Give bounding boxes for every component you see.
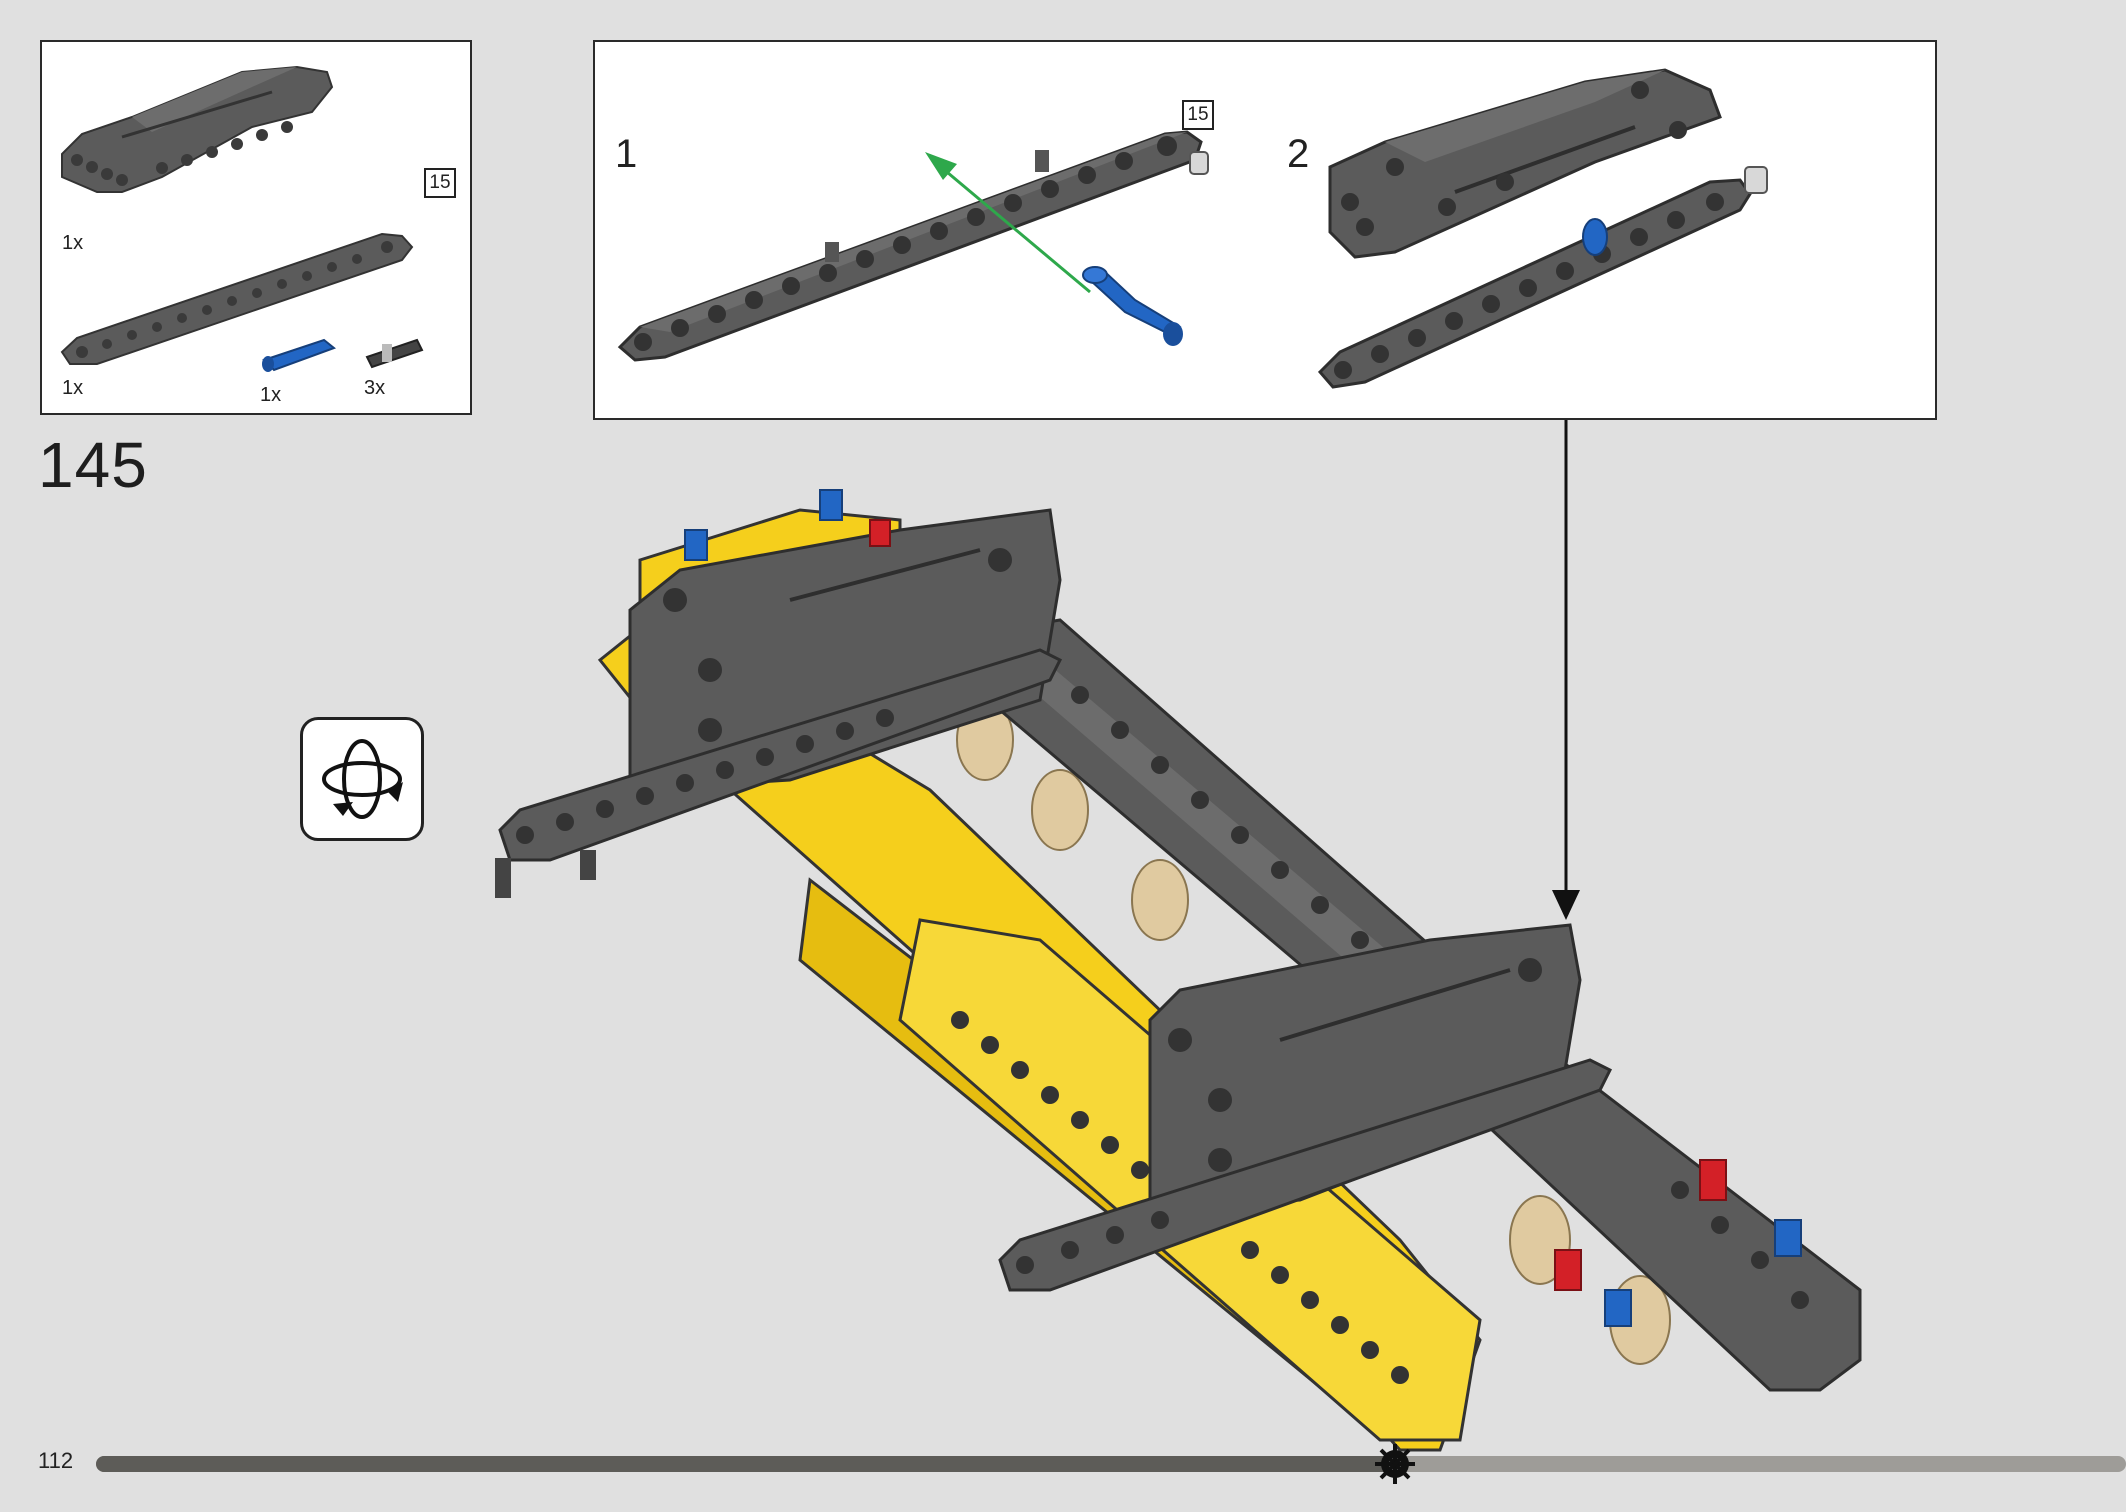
substep-2-number: 2 [1287,132,1310,176]
blue-pin-quantity: 1x [260,384,282,406]
panel-part-icon [61,65,334,193]
pins [684,489,1802,1327]
panel-part-quantity: 1x [62,232,84,254]
parts-list-illustration [60,65,424,372]
subassembly-illustration [617,68,1768,389]
front-panel [998,923,1613,1292]
main-assembly-illustration [495,489,1862,1452]
insert-arrow-icon [925,152,1091,294]
subassembly-callout: 1 15 2 [593,40,1937,420]
beam-15-icon [60,232,414,365]
blue-pin-icon [262,338,337,372]
black-pin-icon [365,338,424,369]
beam-15-quantity: 1x [62,377,84,399]
callout-pointer-arrow [1552,420,1580,920]
gear-progress-icon [1375,1444,1415,1484]
rotate-model-icon [300,717,424,841]
front-beam [495,648,1063,898]
substep-1-size-label: 15 [1182,100,1214,130]
progress-fill [96,1456,1395,1472]
substep-1-blue-pin-icon [1082,266,1183,346]
step-number: 145 [38,429,148,501]
substep-2-assembly-icon [1317,68,1768,389]
black-pin-quantity: 3x [364,377,386,399]
substep-1-number: 1 [615,132,638,176]
progress-bar [96,1444,2126,1484]
substep-1-beam-icon [617,130,1209,362]
beam-size-label: 15 [424,168,456,198]
page-number: 112 [38,1448,74,1473]
parts-list-callout: 1x 15 1x 1x 3x [40,40,472,415]
